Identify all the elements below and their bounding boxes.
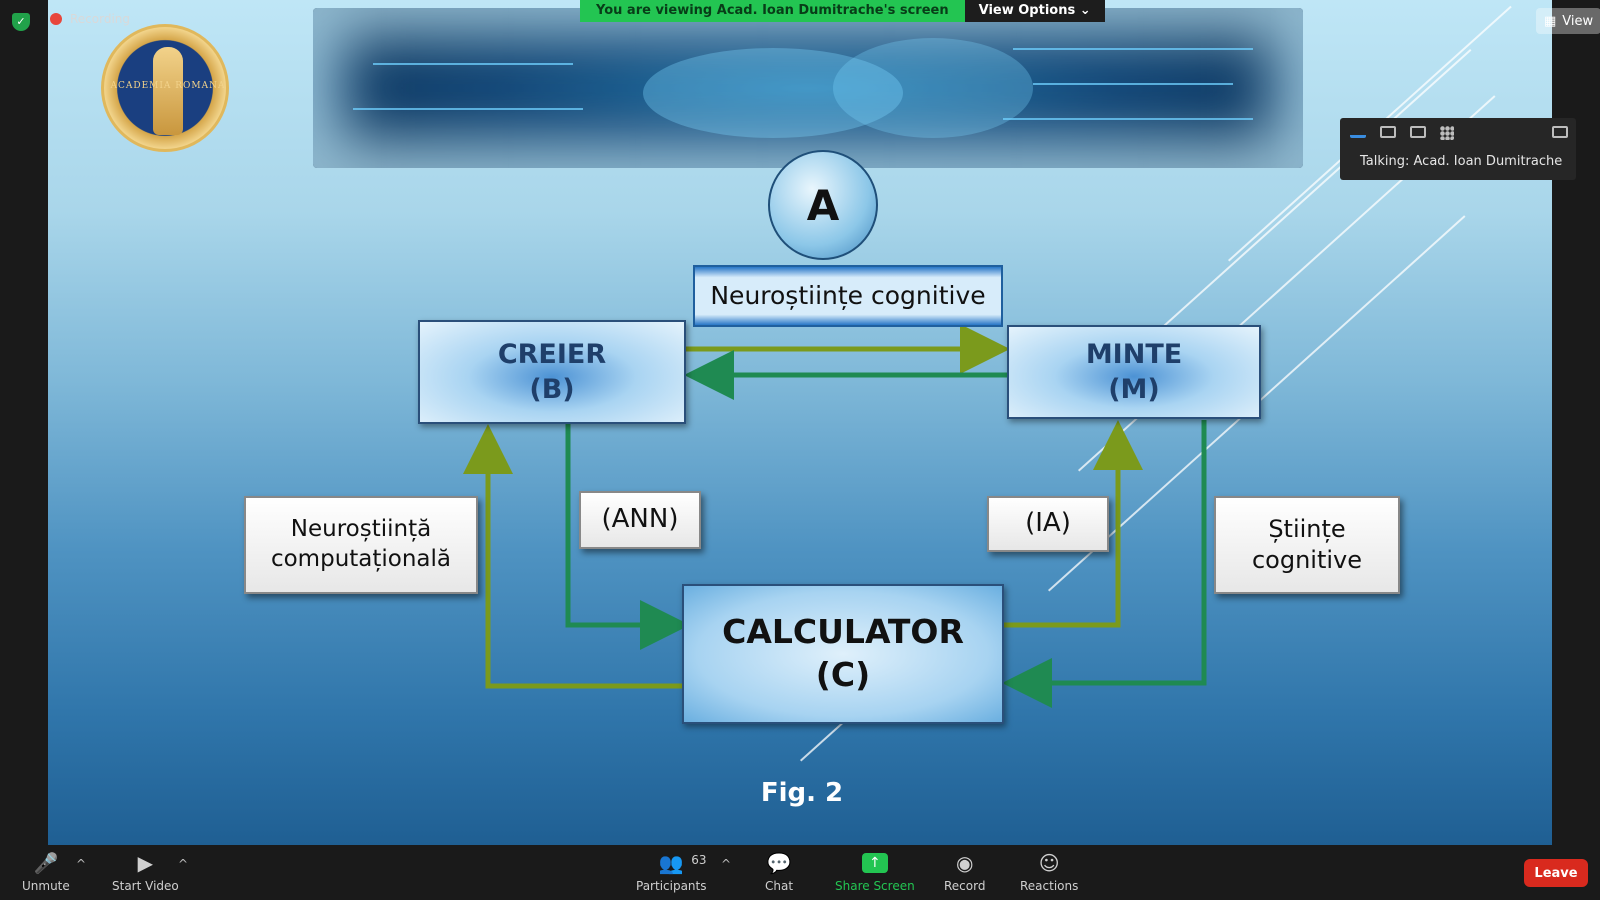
speaker-view-icon[interactable]: [1410, 126, 1426, 138]
brain-circuit-banner: [313, 8, 1303, 168]
creier-code: (B): [529, 374, 575, 405]
chevron-down-icon: ⌄: [1079, 3, 1091, 18]
left-label-line2: computațională: [270, 546, 452, 572]
leave-button[interactable]: Leave: [1524, 859, 1588, 887]
unmute-label: Unmute: [22, 879, 70, 893]
view-options-label: View Options: [978, 3, 1076, 18]
muted-mic-icon: 🎤: [33, 851, 59, 875]
video-options-caret-icon[interactable]: ^: [178, 857, 189, 871]
creier-box: CREIER (B): [418, 320, 686, 424]
participants-label: Participants: [636, 879, 707, 893]
ia-label-box: (IA): [987, 496, 1109, 552]
recording-dot-icon: [50, 13, 62, 25]
seal-text: ACADEMIA ROMANA: [110, 81, 226, 91]
arrow-calculator-to-creier: [463, 424, 686, 689]
top-label-box: Neuroștiințe cognitive: [693, 265, 1003, 327]
minimize-view-icon[interactable]: [1350, 126, 1366, 138]
start-video-label: Start Video: [112, 879, 179, 893]
record-button[interactable]: ◉ Record: [944, 851, 985, 893]
calculator-box: CALCULATOR (C): [682, 584, 1004, 724]
academia-romana-seal: ACADEMIA ROMANA: [101, 24, 229, 152]
record-label: Record: [944, 879, 986, 893]
recording-indicator: Recording: [50, 12, 130, 26]
start-video-button[interactable]: ▶ Start Video: [112, 851, 179, 893]
ann-label: (ANN): [601, 504, 679, 535]
top-label: Neuroștiințe cognitive: [710, 280, 986, 310]
shared-slide: ACADEMIA ROMANA A Neuroștiințe cognitive…: [48, 0, 1552, 845]
diagram-arrows: [463, 324, 1207, 708]
right-label-line2: cognitive: [1251, 546, 1363, 574]
reactions-button[interactable]: ☺ Reactions: [1020, 851, 1078, 893]
view-button-label: View: [1562, 13, 1594, 29]
left-margin: [0, 0, 48, 845]
participants-button[interactable]: 👥 63 Participants: [636, 851, 707, 893]
share-screen-button[interactable]: ↑ Share Screen: [835, 851, 915, 893]
ann-label-box: (ANN): [579, 491, 701, 549]
view-button[interactable]: ▦ View: [1536, 8, 1600, 34]
audio-options-caret-icon[interactable]: ^: [76, 857, 87, 871]
minte-title: MINTE: [1085, 338, 1183, 370]
unmute-button[interactable]: 🎤 Unmute: [22, 851, 70, 893]
minte-code: (M): [1108, 374, 1160, 405]
arrow-minte-to-calculator: [1002, 420, 1207, 708]
calculator-title: CALCULATOR: [722, 612, 964, 652]
right-label-line1: Științe: [1268, 514, 1346, 543]
arrow-calculator-to-minte: [1004, 420, 1143, 628]
node-a: A: [768, 150, 878, 260]
viewing-message: You are viewing Acad. Ioan Dumitrache's …: [580, 0, 965, 22]
left-label-box: Neuroștiință computațională: [244, 496, 478, 594]
minte-box: MINTE (M): [1007, 325, 1261, 419]
meeting-toolbar: 🎤 Unmute ^ ▶ Start Video ^ 👥 63 Particip…: [0, 845, 1600, 900]
record-icon: ◉: [956, 851, 974, 875]
side-by-side-icon[interactable]: [1552, 126, 1568, 138]
participants-count: 63: [691, 853, 707, 867]
seal-figure-icon: [153, 47, 183, 135]
reactions-icon: ☺: [1038, 851, 1060, 875]
thumbnail-view-icon[interactable]: [1380, 126, 1396, 138]
talking-label: Talking: Acad. Ioan Dumitrache: [1360, 154, 1563, 169]
right-label-box: Științe cognitive: [1214, 496, 1400, 594]
share-screen-label: Share Screen: [835, 879, 915, 893]
left-label-line1: Neuroștiință: [290, 516, 432, 543]
chat-button[interactable]: 💬 Chat: [765, 851, 793, 893]
creier-title: CREIER: [497, 338, 607, 370]
calculator-code: (C): [815, 655, 871, 694]
recording-label: Recording: [70, 12, 131, 26]
viewing-banner: You are viewing Acad. Ioan Dumitrache's …: [580, 0, 1105, 22]
view-layout-icon: ▦: [1544, 13, 1557, 29]
chat-label: Chat: [765, 879, 794, 893]
share-screen-icon: ↑: [861, 851, 889, 875]
arrow-creier-to-calculator: [565, 424, 690, 650]
gallery-view-icon[interactable]: [1440, 126, 1454, 140]
video-off-icon: ▶: [137, 851, 154, 875]
security-shield-icon[interactable]: ✓: [12, 13, 30, 31]
talking-panel: Talking: Acad. Ioan Dumitrache: [1340, 118, 1576, 180]
view-options-button[interactable]: View Options ⌄: [964, 0, 1105, 22]
participants-caret-icon[interactable]: ^: [721, 857, 732, 871]
reactions-label: Reactions: [1020, 879, 1079, 893]
participants-icon: 👥 63: [658, 851, 707, 875]
chat-icon: 💬: [766, 851, 792, 875]
figure-caption: Fig. 2: [760, 778, 844, 808]
ia-label: (IA): [1025, 508, 1071, 539]
